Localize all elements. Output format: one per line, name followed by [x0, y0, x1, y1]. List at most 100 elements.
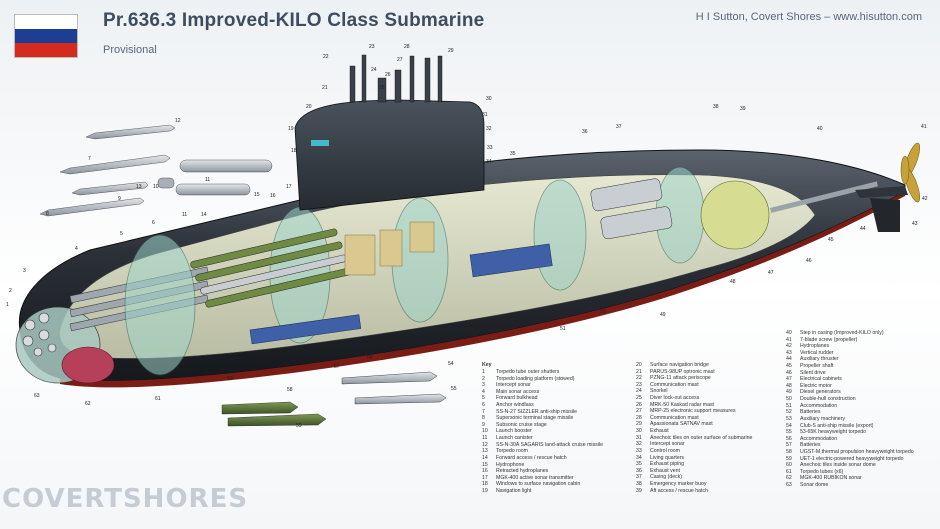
key-entry-number: 56	[786, 435, 792, 442]
key-entry-label: Electrical cabinets	[800, 376, 842, 383]
callout-25: 25	[379, 85, 385, 91]
key-entry-number: 37	[636, 474, 642, 481]
key-entry-number: 13	[482, 448, 488, 455]
key-entry-label: Living quarters	[650, 454, 685, 461]
key-entry-label: Launch canister	[496, 435, 533, 442]
author-credit: H I Sutton, Covert Shores – www.hisutton…	[695, 11, 922, 23]
key-entry: 42 Hydroplanes	[786, 343, 914, 350]
callout-36: 36	[582, 129, 588, 135]
key-entry-number: 51	[786, 402, 792, 409]
callout-51: 51	[560, 326, 566, 332]
key-entry-label: UET-1 electric-powered heavyweight torpe…	[800, 455, 904, 462]
control-room-equipment	[344, 221, 435, 276]
key-entry-label: Silent drive	[800, 369, 826, 376]
flag-stripe-white	[15, 15, 77, 29]
key-entry-number: 12	[482, 441, 488, 448]
key-entry-number: 59	[786, 455, 792, 462]
callout-39: 39	[740, 106, 746, 112]
callout-47: 47	[768, 270, 774, 276]
callout-59: 59	[296, 423, 302, 429]
key-entry-label: Aft access / rescue hatch	[650, 487, 708, 494]
key-entry-number: 42	[786, 343, 792, 350]
diesel-generators	[590, 178, 673, 240]
callout-5: 5	[120, 231, 123, 237]
key-entry-number: 32	[636, 441, 642, 448]
key-entry-number: 54	[786, 422, 792, 429]
key-entry-label: Accommodation	[800, 402, 838, 409]
key-entry-label: Batteries	[800, 409, 821, 416]
callout-58: 58	[287, 387, 293, 393]
key-entry: 7 SS-N-27 SIZZLER anti-ship missile	[482, 409, 603, 416]
key-entry-label: MRP-25 electronic support measures	[650, 408, 736, 415]
seven-blade-propeller	[900, 142, 920, 203]
key-entry-number: 38	[636, 480, 642, 487]
callout-28: 28	[404, 44, 410, 50]
vertical-rudder	[870, 198, 900, 232]
key-entry-label: Intercept sonar	[496, 382, 531, 389]
key-entry-number: 45	[786, 363, 792, 370]
key-entry-number: 33	[636, 447, 642, 454]
key-entry-number: 36	[636, 467, 642, 474]
key-entry-number: 26	[636, 401, 642, 408]
key-entry-label: Accommodation	[800, 435, 838, 442]
key-entry: 56 Accommodation	[786, 436, 914, 443]
key-entry-label: Main sonar access	[496, 388, 540, 395]
key-entry-number: 20	[636, 362, 642, 368]
callout-20: 20	[306, 104, 312, 110]
callout-40: 40	[817, 126, 823, 132]
key-entry-label: Anechoic tiles inside sonar dome	[800, 462, 876, 469]
key-entry-label: Subsonic cruise stage	[496, 421, 547, 428]
callout-63: 63	[34, 393, 40, 399]
key-entry-label: Hydroplanes	[800, 343, 830, 350]
flag-stripe-red	[15, 43, 77, 57]
callout-57: 57	[334, 364, 340, 370]
key-entry-number: 39	[636, 487, 642, 494]
callout-16: 16	[270, 193, 276, 199]
key-entry-label: Retracted hydroplanes	[496, 468, 549, 475]
key-entry-label: Emergency marker buoy	[650, 480, 707, 487]
callout-10: 10	[153, 184, 159, 190]
callout-46: 46	[806, 258, 812, 264]
key-entry-label: Communication mast	[650, 381, 699, 388]
key-entry-label: Step in casing (Improved-KILO only)	[800, 330, 884, 336]
key-entry-number: 55	[786, 429, 792, 436]
key-entry-number: 15	[482, 461, 488, 468]
callout-14: 14	[201, 212, 207, 218]
key-entry-number: 7	[482, 408, 485, 415]
key-entry-label: SS-N-27 SIZZLER anti-ship missile	[496, 408, 578, 415]
callout-13: 13	[136, 184, 142, 190]
key-entry-label: Intercept sonar	[650, 441, 685, 448]
key-entry-number: 48	[786, 382, 792, 389]
key-entry-label: Diesel generators	[800, 389, 841, 396]
key-entry-label: Sonar dome	[800, 482, 829, 489]
key-entry-label: Windows to surface navigation cabin	[496, 481, 581, 488]
club-s-missiles	[39, 124, 273, 217]
callout-1: 1	[6, 302, 9, 308]
key-heading: Key	[482, 362, 492, 369]
key-entry-number: 4	[482, 388, 485, 395]
key-entry-label: UGST-M thermal propulsion heavyweight to…	[800, 448, 914, 455]
callout-52: 52	[517, 320, 523, 326]
key-entry-number: 60	[786, 462, 792, 469]
callout-50: 50	[600, 309, 606, 315]
callout-35: 35	[510, 151, 516, 157]
key-entry-number: 46	[786, 369, 792, 376]
